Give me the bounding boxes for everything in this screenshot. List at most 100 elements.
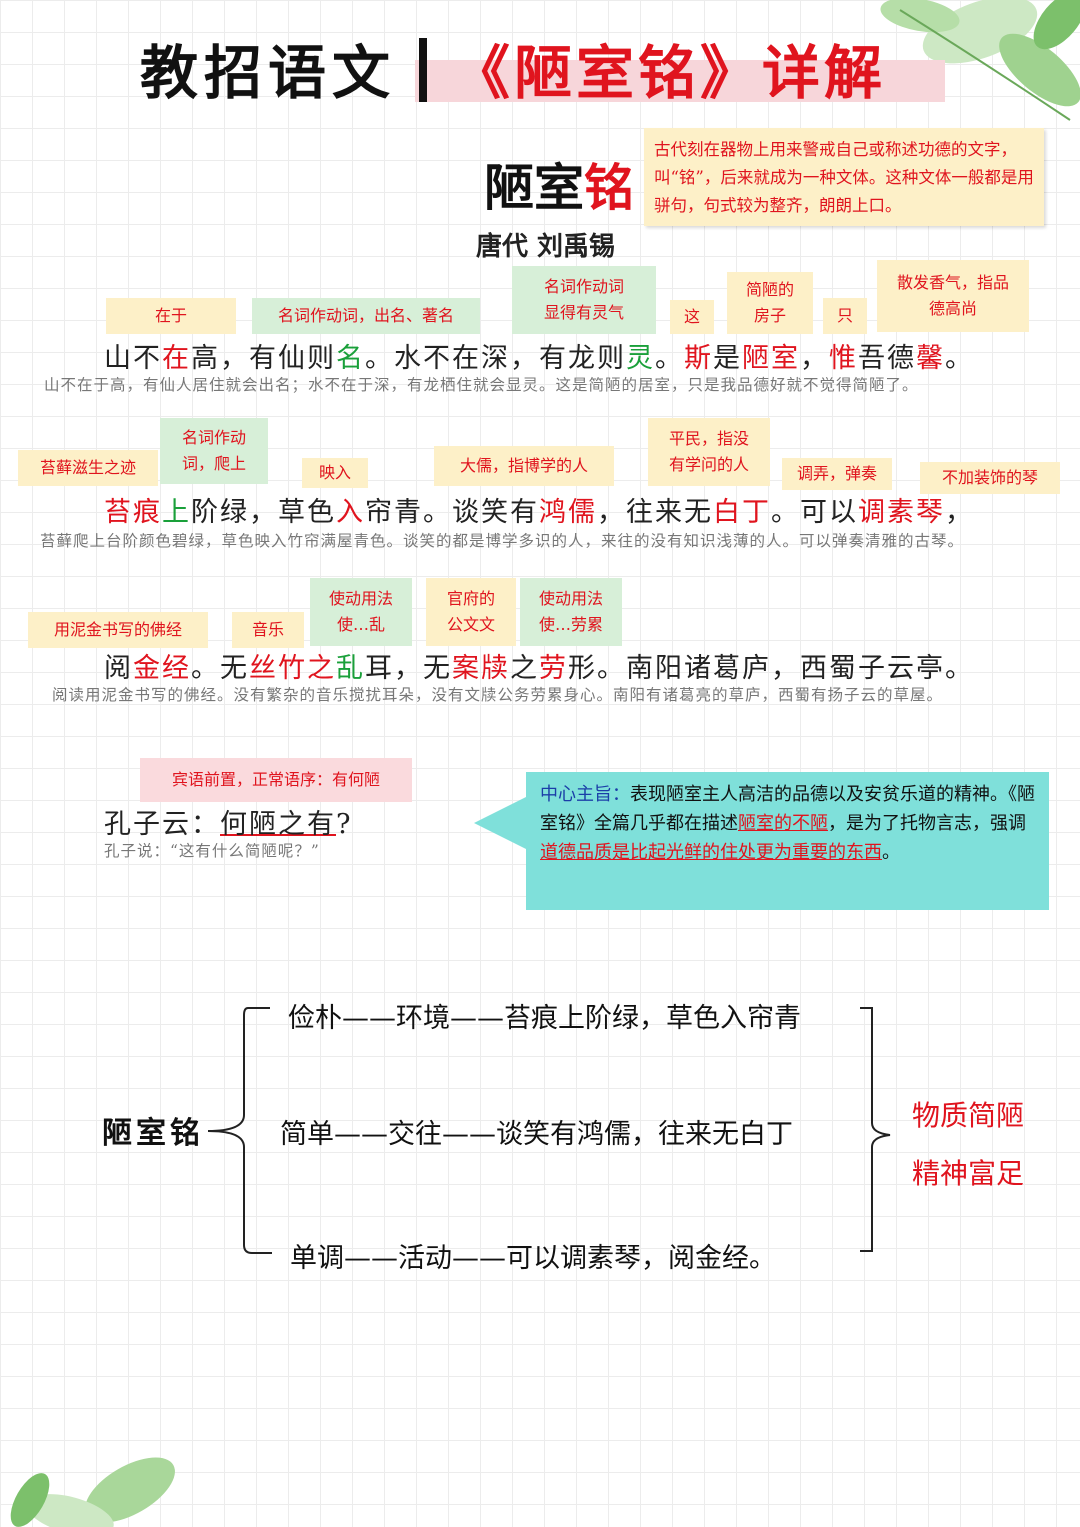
- underlined-phrase: 道德品质是比起光鲜的住处更为重要的东西: [540, 842, 882, 863]
- tag-text: 房子: [753, 306, 786, 325]
- poem-author: 唐代 刘禹锡: [476, 232, 616, 262]
- text: 耳，无: [365, 653, 452, 684]
- leaves-decoration-top-right: [880, 0, 1080, 121]
- annotation-tag: 音乐: [232, 612, 304, 648]
- text: 之: [307, 653, 336, 684]
- keyword: 调素琴: [858, 497, 945, 528]
- header-separator: [419, 38, 427, 102]
- keyword: 白丁: [713, 497, 771, 528]
- callout-label: 中心主旨：: [540, 784, 630, 805]
- tag-text: 有学问的人: [668, 455, 749, 474]
- text: 之: [510, 653, 539, 684]
- text: 。水不在深，有龙则: [365, 343, 626, 374]
- annotation-tag: 苔藓滋生之迹: [18, 450, 158, 486]
- text: 是: [713, 343, 742, 374]
- poem-line-3: 阅金经。无丝竹之乱耳，无案牍之劳形。南阳诸葛庐，西蜀子云亭。: [104, 646, 974, 685]
- annotation-tag: 使动用法使…劳累: [520, 578, 622, 646]
- text: 阅: [104, 653, 133, 684]
- title-black: 陋室: [484, 159, 584, 217]
- tag-text: 使…劳累: [538, 615, 603, 634]
- tag-text: 散发香气，指品: [896, 273, 1009, 292]
- poem-line-2: 苔痕上阶绿，草色入帘青。谈笑有鸿儒，往来无白丁。可以调素琴，: [104, 490, 974, 529]
- translation-1: 山不在于高，有仙人居住就会出名；水不在于深，有龙栖住就会显灵。这是简陋的居室，只…: [44, 376, 919, 394]
- text: ?: [336, 809, 353, 840]
- text: 高，有仙则: [191, 343, 336, 374]
- keyword: 乱: [336, 653, 365, 684]
- callout-pointer: [474, 795, 530, 851]
- keyword: 斯: [684, 343, 713, 374]
- tag-text: 词，爬上: [181, 454, 246, 473]
- annotation-tag: 调弄，弹奏: [782, 458, 892, 490]
- text: 表现陋室主人高洁的品德以及安贫乐道的精神。《陋室铭》全篇几乎都在描述: [540, 784, 1035, 834]
- mindmap-result-spirit: 精神富足: [912, 1157, 1025, 1190]
- leaves-decoration-bottom-left: [10, 1457, 175, 1527]
- tag-text: 公文文: [446, 615, 495, 634]
- annotation-tag: 不加装饰的琴: [920, 462, 1060, 494]
- text: ，往来无: [597, 497, 713, 528]
- keyword: 上: [162, 497, 191, 528]
- keyword: 陋室: [742, 343, 800, 374]
- annotation-tag: 名词作动词显得有灵气: [512, 266, 656, 334]
- header-subject: 教招语文: [140, 39, 397, 107]
- annotation-tag: 名词作动词，出名、著名: [252, 298, 480, 334]
- poem-line-4: 孔子云：何陋之有?: [104, 802, 352, 841]
- annotation-tag: 名词作动词，爬上: [160, 418, 268, 484]
- text: 帘青。谈笑有: [365, 497, 539, 528]
- tag-text: 显得有灵气: [543, 303, 624, 322]
- text: 。: [655, 343, 684, 374]
- tag-text: 使…乱: [336, 615, 385, 634]
- mindmap-root: 陋室铭: [102, 1116, 204, 1151]
- annotation-tag: 简陋的房子: [727, 272, 813, 334]
- tag-text: 名词作动: [181, 428, 246, 447]
- keyword: 惟: [829, 343, 858, 374]
- keyword: 鸿儒: [539, 497, 597, 528]
- tag-text: 德高尚: [928, 299, 977, 318]
- tag-text: 名词作动词: [543, 277, 624, 296]
- text: 吾德: [858, 343, 916, 374]
- header-highlight-bar: [415, 60, 945, 102]
- mindmap-result-material: 物质简陋: [912, 1099, 1025, 1132]
- underlined-phrase: 陋室的不陋: [738, 813, 828, 834]
- title-red: 铭: [584, 159, 634, 217]
- text: 阶绿，草色: [191, 497, 336, 528]
- keyword: 金经: [133, 653, 191, 684]
- mindmap-branch: 单调——活动——可以调素琴，阅金经。: [290, 1243, 776, 1274]
- text: ，: [800, 343, 829, 374]
- poem-title: 陋室铭: [484, 148, 634, 220]
- annotation-tag: 使动用法使…乱: [310, 578, 412, 646]
- annotation-tag: 平民，指没有学问的人: [648, 418, 770, 486]
- annotation-tag: 官府的公文文: [426, 578, 516, 646]
- mindmap-branch: 俭朴——环境——苔痕上阶绿，草色入帘青: [288, 1003, 801, 1034]
- annotation-tag: 这: [670, 300, 714, 334]
- text: 山不: [104, 343, 162, 374]
- underlined-phrase: 何陋之有: [220, 809, 336, 840]
- tag-text: 简陋的: [745, 280, 794, 299]
- translation-4: 孔子说：“这有什么简陋呢？”: [104, 842, 320, 860]
- annotation-tag: 映入: [302, 458, 368, 488]
- text: 。: [882, 842, 900, 863]
- text: ，: [945, 497, 974, 528]
- tag-text: 使动用法: [328, 589, 393, 608]
- header-topic: 《陋室铭》详解: [452, 39, 887, 107]
- annotation-tag: 在于: [106, 298, 236, 334]
- keyword: 苔痕: [104, 497, 162, 528]
- text: 。无: [191, 653, 249, 684]
- text: 。: [945, 343, 974, 374]
- keyword: 名: [336, 343, 365, 374]
- ming-definition-note: 古代刻在器物上用来警戒自己或称述功德的文字，叫“铭”，后来就成为一种文体。这种文…: [644, 128, 1044, 226]
- keyword: 入: [336, 497, 365, 528]
- text: ，是为了托物言志，强调: [828, 813, 1026, 834]
- translation-3: 阅读用泥金书写的佛经。没有繁杂的音乐搅扰耳朵，没有文牍公务劳累身心。南阳有诸葛亮…: [52, 686, 944, 704]
- text: 孔子云：: [104, 809, 220, 840]
- tag-text: 官府的: [446, 589, 495, 608]
- annotation-tag: 只: [823, 298, 867, 334]
- text: 形。南阳诸葛庐，西蜀子云亭。: [568, 653, 974, 684]
- text: 。可以: [771, 497, 858, 528]
- keyword: 馨: [916, 343, 945, 374]
- mindmap-branch: 简单——交往——谈笑有鸿儒，往来无白丁: [280, 1119, 793, 1150]
- keyword: 丝竹: [249, 653, 307, 684]
- mindmap-brackets: [207, 1007, 891, 1254]
- tag-text: 使动用法: [538, 589, 603, 608]
- translation-2: 苔藓爬上台阶颜色碧绿，草色映入竹帘满屋青色。谈笑的都是博学多识的人，来往的没有知…: [40, 532, 965, 550]
- keyword: 劳: [539, 653, 568, 684]
